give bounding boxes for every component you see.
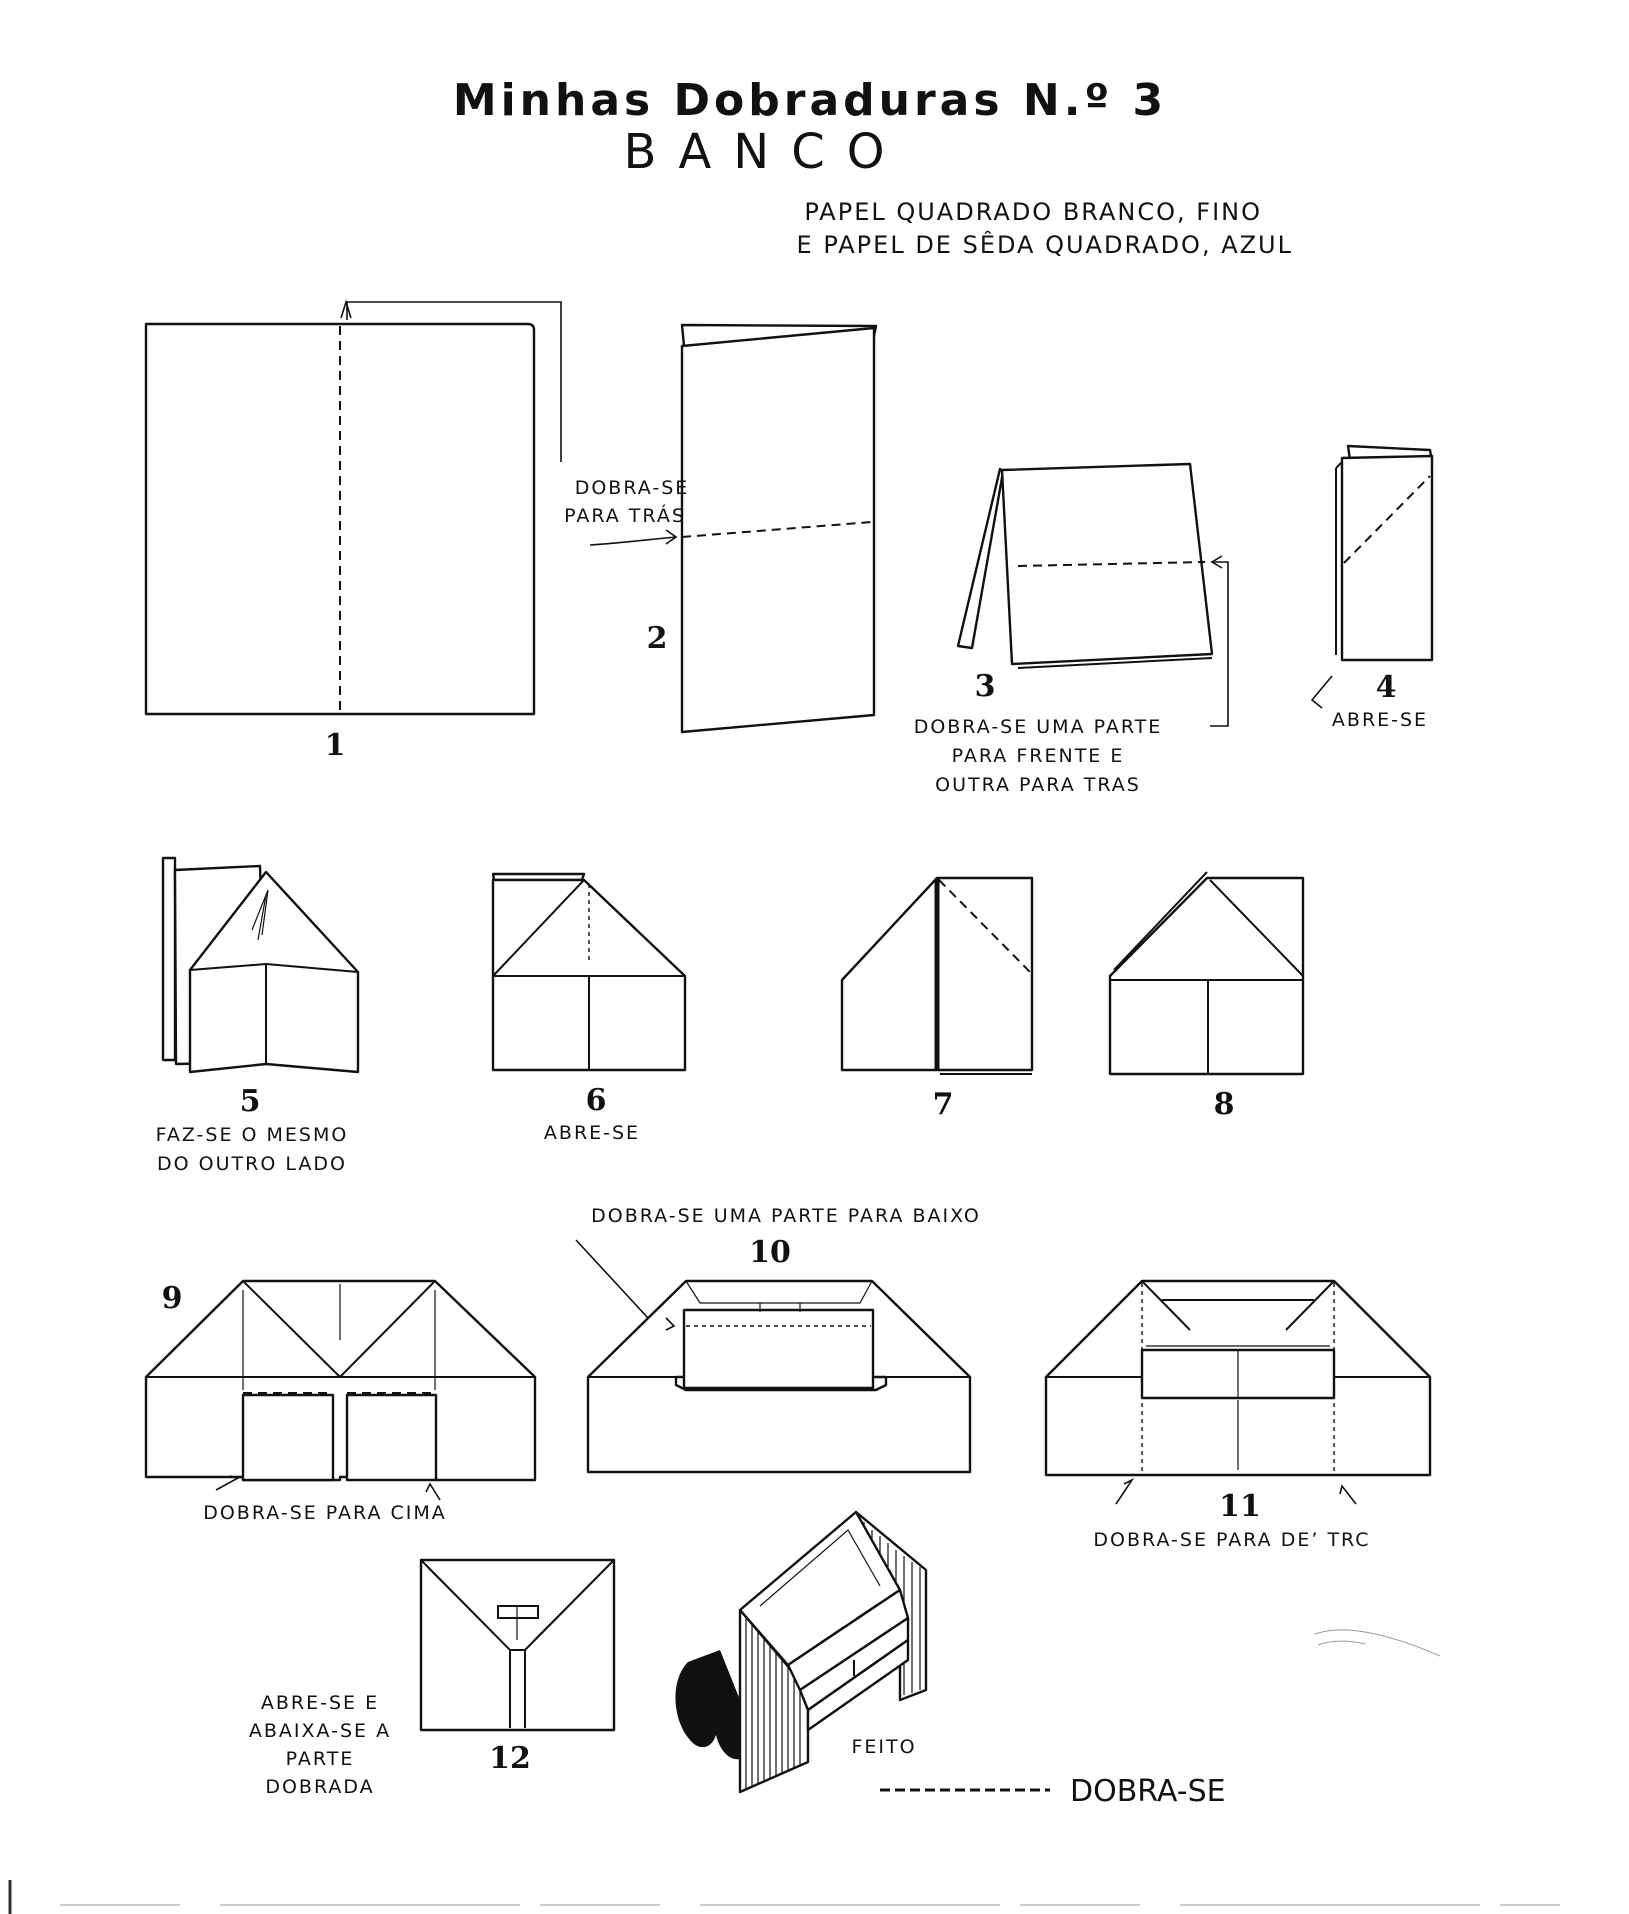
scan-artifacts <box>8 1629 1560 1914</box>
step-2-caption-line-1: DOBRA-SE <box>575 477 690 499</box>
step-2-number: 2 <box>647 621 668 656</box>
step-2-caption-line-2: PARA TRÁS <box>564 504 686 527</box>
step-1-number: 1 <box>325 728 346 763</box>
step-10-number: 10 <box>749 1235 791 1270</box>
step-1-diagram <box>144 299 562 716</box>
step-4-diagram <box>1310 444 1434 709</box>
step-12-caption-line-3: PARTE <box>286 1748 355 1770</box>
step-5-caption-line-2: DO OUTRO LADO <box>157 1153 347 1175</box>
step-9-diagram <box>144 1279 537 1501</box>
step-7-diagram <box>840 876 1034 1075</box>
step-6-diagram <box>491 872 687 1072</box>
step-10-diagram <box>575 1239 972 1474</box>
step-12-caption-line-2: ABAIXA-SE A <box>249 1720 391 1742</box>
finished-bench-illustration <box>675 1510 928 1794</box>
step-4-number: 4 <box>1376 670 1397 705</box>
step-12-caption-line-1: ABRE-SE E <box>261 1692 379 1714</box>
step-11-caption: DOBRA-SE PARA DE’ TRC <box>1093 1529 1370 1551</box>
step-3-caption-line-2: PARA FRENTE E <box>952 745 1125 767</box>
step-10-caption: DOBRA-SE UMA PARTE PARA BAIXO <box>591 1205 981 1227</box>
step-6-caption: ABRE-SE <box>544 1122 640 1144</box>
step-12-caption-line-4: DOBRADA <box>265 1776 374 1798</box>
step-3-diagram <box>956 462 1229 727</box>
step-5-diagram <box>161 856 360 1074</box>
materials-line-2: E PAPEL DE SÊDA QUADRADO, AZUL <box>797 230 1293 259</box>
step-5-number: 5 <box>240 1084 261 1119</box>
page-title: Minhas Dobraduras N.º 3 <box>453 75 1167 126</box>
step-12-diagram <box>419 1558 616 1732</box>
step-8-diagram <box>1108 871 1305 1076</box>
step-11-diagram <box>1044 1279 1432 1505</box>
legend: DOBRA-SE <box>880 1774 1226 1809</box>
materials-line-1: PAPEL QUADRADO BRANCO, FINO <box>804 198 1262 226</box>
step-11-number: 11 <box>1219 1489 1261 1524</box>
step-6-number: 6 <box>586 1083 607 1118</box>
step-9-caption: DOBRA-SE PARA CIMA <box>203 1502 447 1524</box>
step-8-number: 8 <box>1214 1087 1235 1122</box>
step-7-number: 7 <box>933 1087 954 1122</box>
page-subtitle: BANCO <box>624 124 907 180</box>
step-4-caption: ABRE-SE <box>1332 709 1428 731</box>
step-5-caption-line-1: FAZ-SE O MESMO <box>156 1124 349 1146</box>
step-3-caption-line-1: DOBRA-SE UMA PARTE <box>914 716 1163 738</box>
legend-label: DOBRA-SE <box>1070 1774 1226 1809</box>
step-12-number: 12 <box>489 1741 531 1776</box>
step-3-number: 3 <box>975 669 996 704</box>
step-9-number: 9 <box>162 1281 183 1316</box>
step-2-diagram <box>589 323 878 734</box>
step-3-caption-line-3: OUTRA PARA TRAS <box>935 774 1141 796</box>
finished-label: FEITO <box>851 1736 916 1758</box>
